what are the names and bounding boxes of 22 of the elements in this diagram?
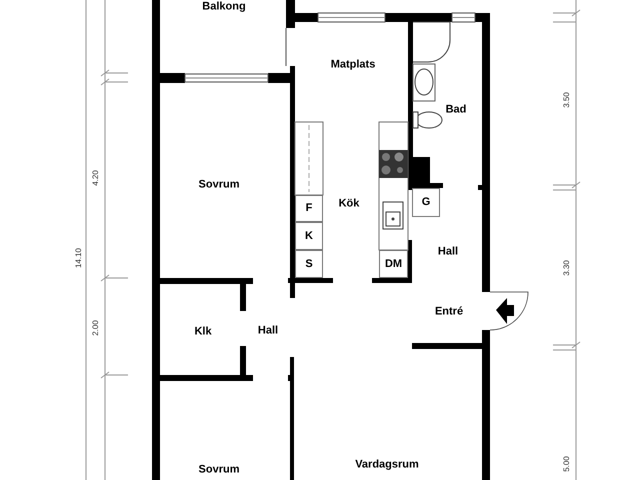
dimension-label: 3.50 [563,91,571,109]
appliance-box: K [295,222,323,250]
room-label: Bad [446,104,466,116]
room-label: Matplats [330,60,376,70]
room-label: Entré [434,306,464,318]
room-label: Hall [258,326,278,336]
room-label: Vardagsrum [355,460,419,470]
appliance-box: G [412,188,440,217]
room-label: Klk [194,326,212,338]
room-label: Balkong [202,2,246,12]
appliance-box: S [295,250,323,278]
appliance-box: DM [379,250,408,278]
room-label: Sovrum [198,464,240,476]
dimension-label: 4.20 [92,169,100,187]
dimension-label: 14.10 [75,246,83,270]
dimension-label: 3.30 [563,259,571,277]
room-label: Kök [338,198,360,210]
room-label: Hall [438,246,458,258]
appliance-box: F [295,195,323,222]
room-label: Sovrum [198,180,240,190]
dimension-label: 2.00 [92,319,100,337]
dimension-label: 5.00 [563,455,571,473]
